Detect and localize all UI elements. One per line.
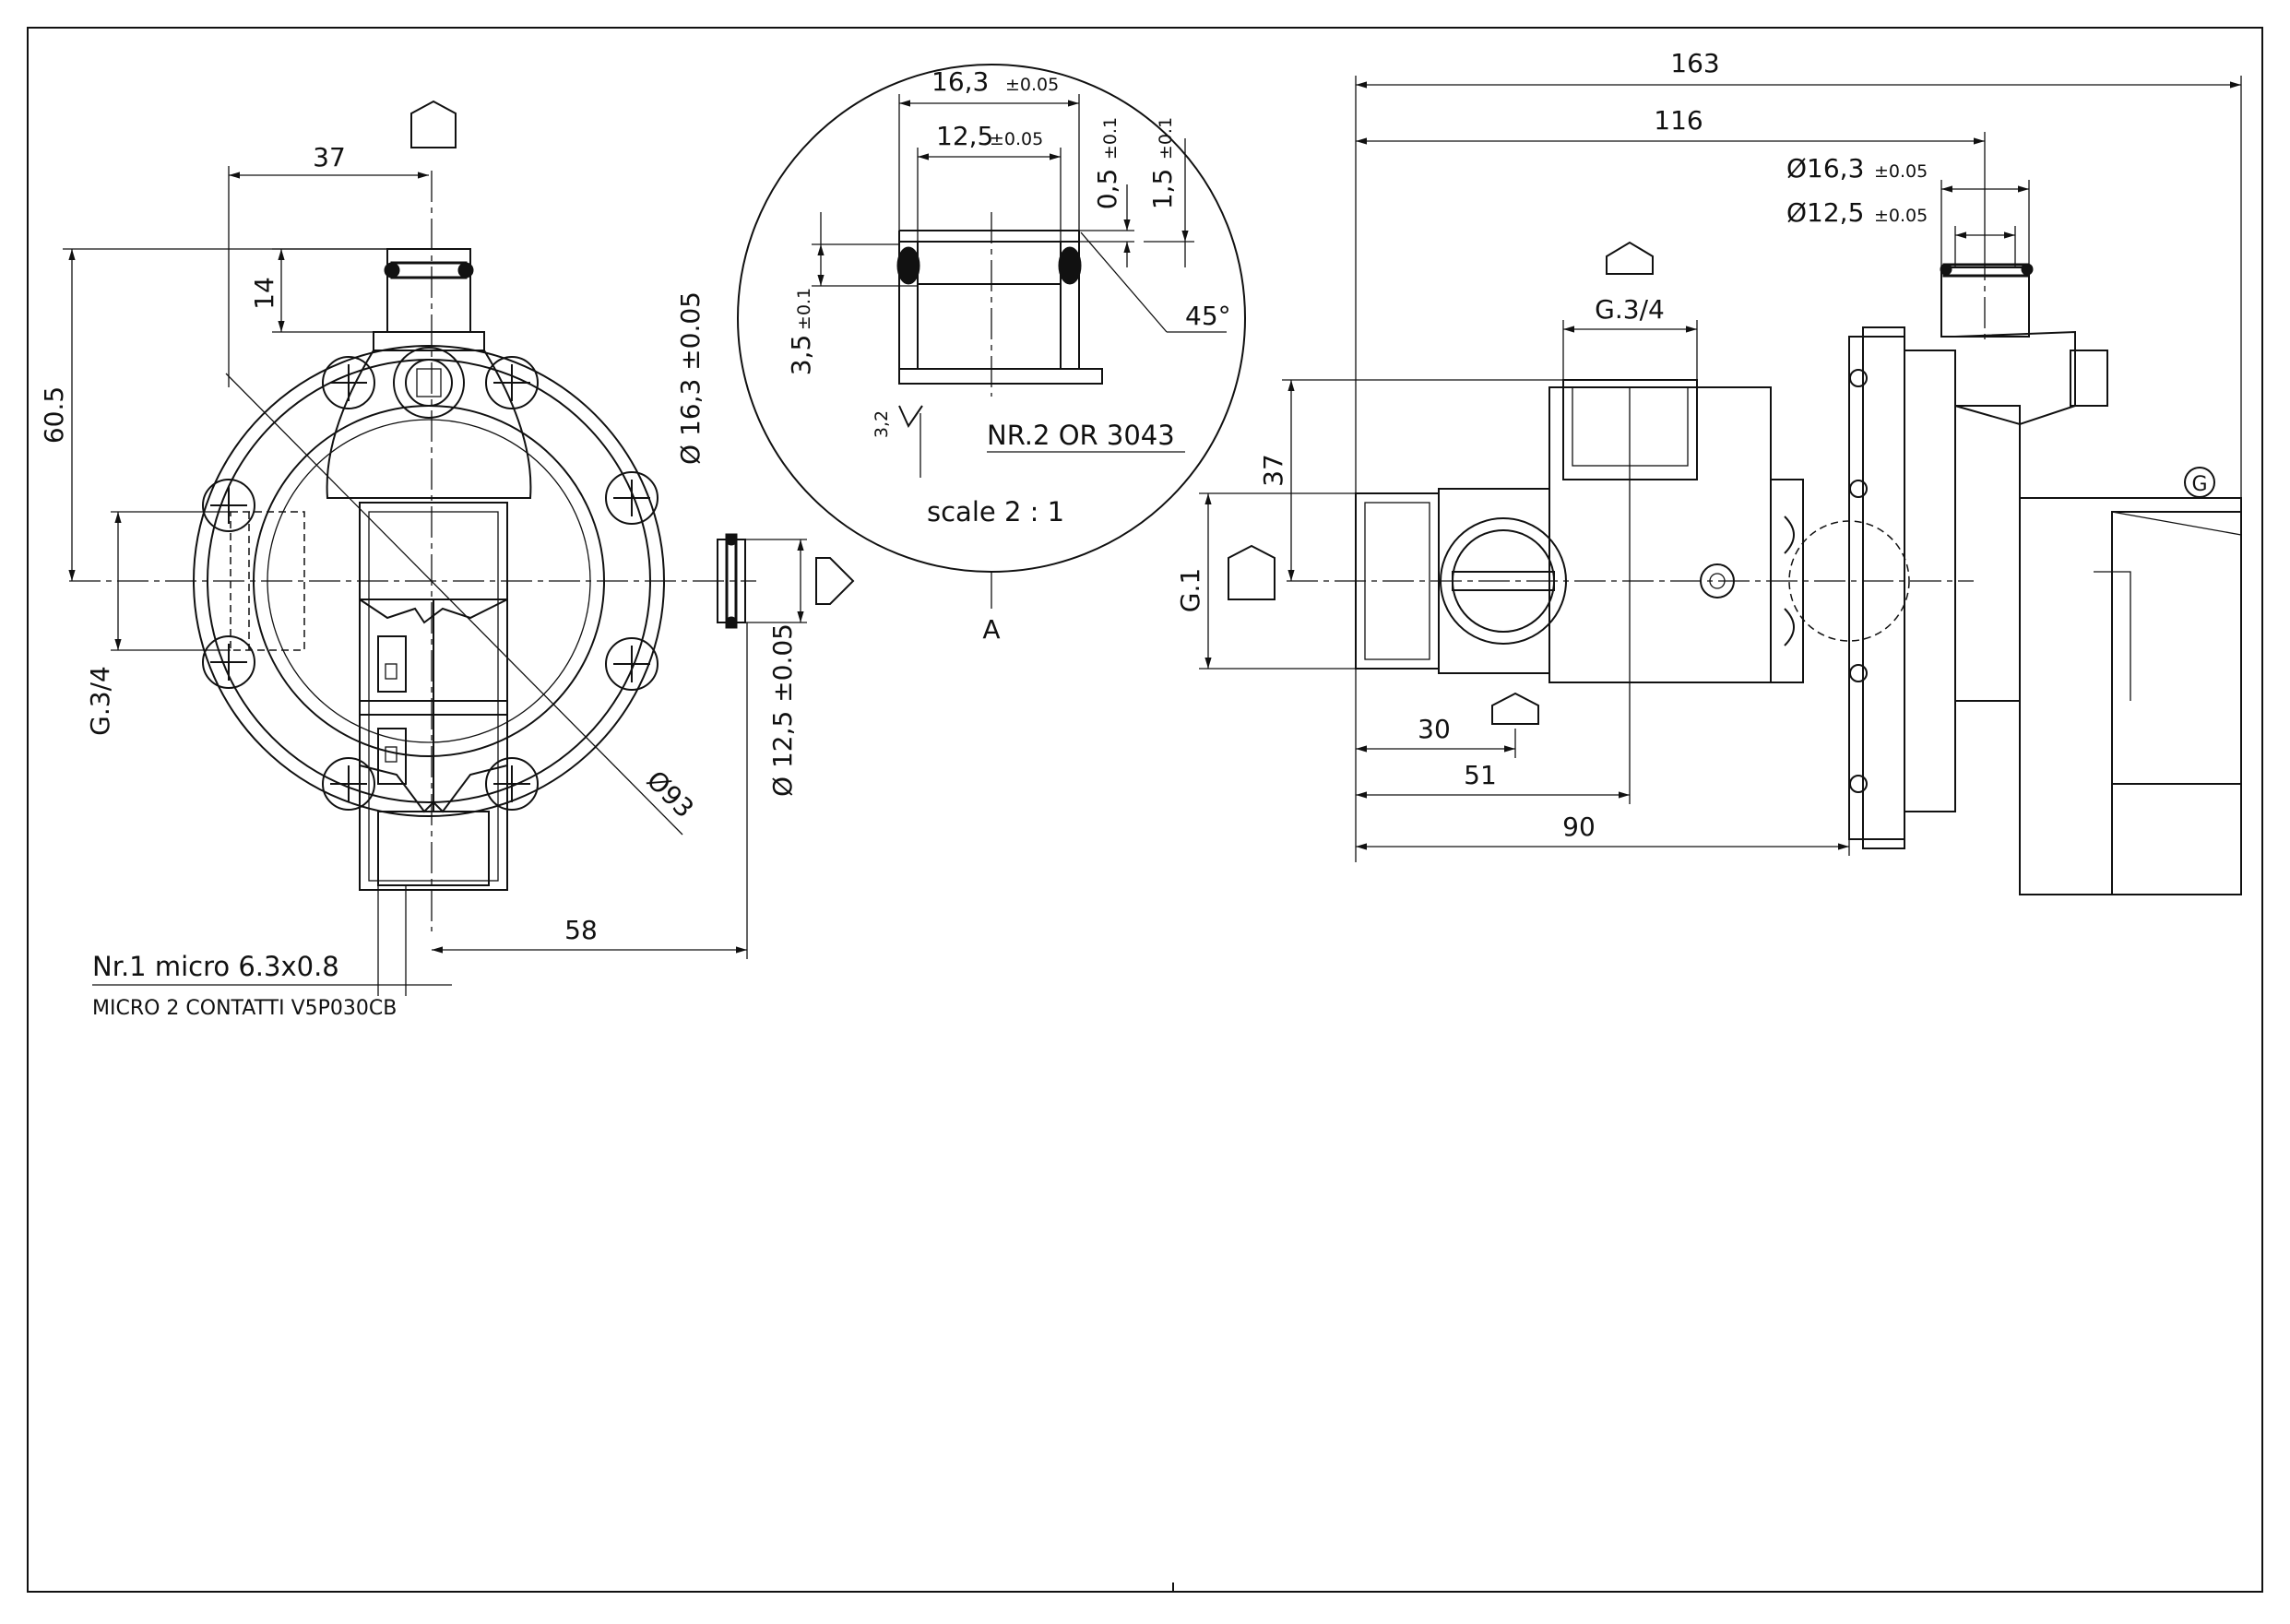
valve-main-block	[1548, 386, 1772, 683]
flow-arrow-top-icon	[1606, 241, 1654, 275]
flow-arrow-bottom-icon	[1491, 692, 1539, 725]
detail-dim-12-5: 12,5	[936, 121, 993, 151]
sheet-border	[27, 27, 2263, 1593]
side-dim-g3-4: G.3/4	[1595, 294, 1665, 325]
detail-dim-0-5: 0,5	[1092, 169, 1122, 210]
detail-tol-12-5: ±0.05	[990, 129, 1043, 149]
side-dim-51: 51	[1464, 760, 1497, 790]
detail-dim-1-5: 1,5	[1147, 169, 1178, 210]
detail-tol-3-5: ±0.1	[794, 288, 814, 330]
o-ring-right	[1058, 246, 1082, 285]
flow-arrow-icon	[815, 557, 855, 605]
detail-a: 16,3 ±0.05 12,5 ±0.05 0,5 ±0.1 1,5 ±0.1 …	[737, 64, 1246, 645]
flow-arrow-up-icon	[410, 100, 457, 148]
detail-tol-0-5: ±0.1	[1100, 117, 1121, 160]
dim-dia-16-3: Ø 16,3 ±0.05	[675, 291, 706, 465]
roughness-symbol	[898, 405, 923, 429]
note-micro: Nr.1 micro 6.3x0.8	[92, 951, 339, 982]
flange	[1848, 336, 1905, 840]
side-view: G 163 116 Ø16,3 ±0.05 Ø12,5 ±0.05 G.3/4 …	[1175, 48, 2242, 895]
detail-angle-45: 45°	[1185, 301, 1231, 331]
detail-dim-3-5: 3,5	[786, 335, 816, 376]
detail-tol-1-5: ±0.1	[1156, 117, 1176, 160]
detail-tol-16-3: ±0.05	[1005, 75, 1059, 95]
dim-163: 163	[1670, 48, 1719, 78]
housing-outer-circle	[193, 345, 665, 817]
detail-label: A	[982, 614, 1000, 645]
side-dim-dia-16-3: Ø16,3	[1786, 153, 1864, 184]
note-contacts: MICRO 2 CONTATTI V5P030CB	[92, 997, 397, 1020]
side-dim-g1: G.1	[1175, 568, 1205, 612]
dim-dia-12-5: Ø 12,5 ±0.05	[767, 623, 798, 797]
dim-37-top: 37	[313, 142, 346, 172]
front-view: 37 14 60.5 G.3/4 Ø 16,3 ±0.05 Ø 12,5 ±0.…	[39, 100, 855, 1020]
dim-14: 14	[249, 277, 279, 310]
detail-oring-note: NR.2 OR 3043	[987, 420, 1175, 451]
detail-dim-16-3: 16,3	[931, 66, 989, 97]
side-dim-30: 30	[1418, 714, 1451, 744]
dim-g3-4: G.3/4	[85, 666, 115, 736]
dim-58: 58	[564, 915, 598, 945]
side-tol-dia-16-3: ±0.05	[1874, 161, 1928, 182]
ground-symbol: G	[2191, 473, 2207, 496]
dim-60-5: 60.5	[39, 386, 69, 444]
side-dim-90: 90	[1562, 812, 1596, 842]
side-dim-37: 37	[1258, 454, 1288, 487]
detail-roughness: 3,2	[872, 410, 892, 438]
micro-switch-body	[359, 502, 508, 891]
side-tol-dia-12-5: ±0.05	[1874, 206, 1928, 226]
side-dim-dia-12-5: Ø12,5	[1786, 197, 1864, 228]
detail-scale-note: scale 2 : 1	[927, 496, 1064, 528]
dim-116: 116	[1654, 105, 1703, 136]
o-ring-left	[896, 246, 920, 285]
dim-dia-93: Ø93	[641, 765, 700, 824]
flow-arrow-left-icon	[1228, 544, 1276, 600]
ground-symbol-icon	[2184, 467, 2215, 498]
